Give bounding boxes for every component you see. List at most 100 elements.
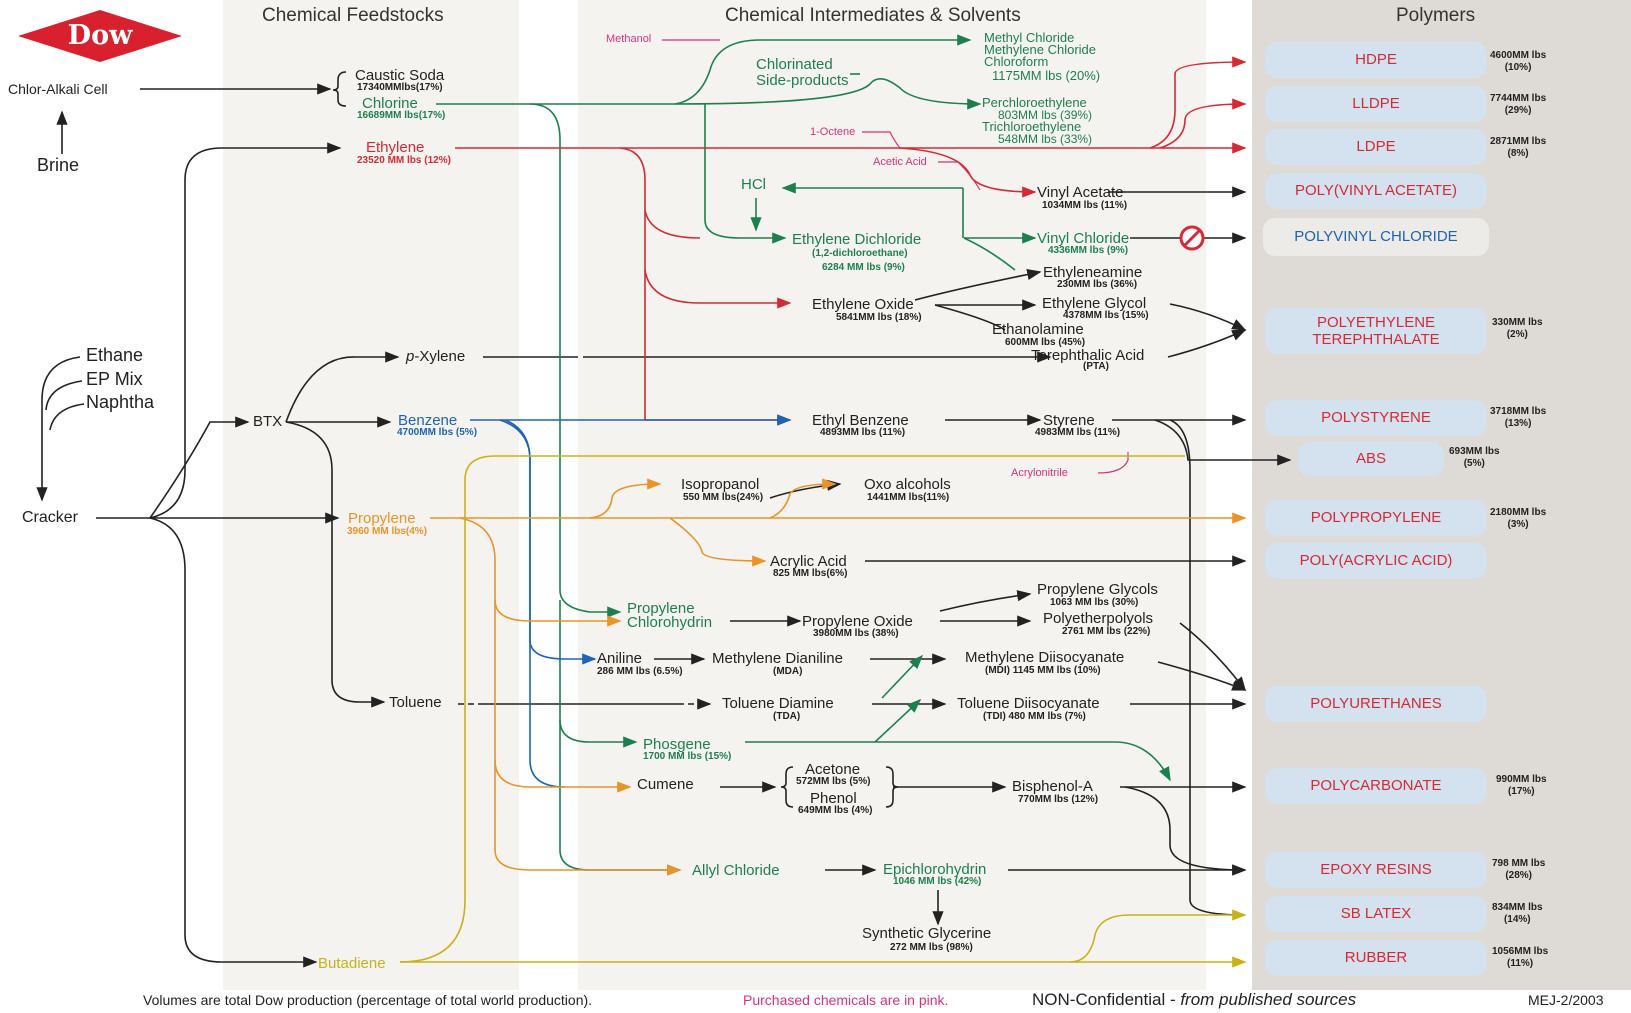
caustic-soda-volume: 17340MMlbs(17%) bbox=[357, 82, 443, 93]
mdi-alt: (MDI) 1145 MM lbs (10%) bbox=[985, 665, 1101, 676]
propylene-oxide-volume: 3980MM lbs (38%) bbox=[813, 628, 899, 639]
tdi-alt: (TDI) 480 MM lbs (7%) bbox=[983, 711, 1086, 722]
1-octene-label: 1-Octene bbox=[810, 126, 856, 138]
ethyleneamine-label: Ethyleneamine bbox=[1043, 264, 1143, 281]
chlorine-volume: 16689MM lbs(17%) bbox=[357, 110, 446, 121]
isopropanol-label: Isopropanol bbox=[681, 476, 760, 493]
chlorinated-side-label-1: Chlorinated bbox=[756, 56, 833, 73]
cumene-label: Cumene bbox=[637, 776, 694, 793]
tda-label: Toluene Diamine bbox=[722, 695, 834, 712]
polymer-abs: ABS bbox=[1298, 442, 1444, 476]
ldpe-volume-pct: (8%) bbox=[1507, 148, 1529, 159]
rubber-volume: 1056MM lbs(11%) bbox=[1492, 946, 1548, 970]
epoxy-resins-volume-pct: (28%) bbox=[1505, 870, 1533, 881]
ldpe-volume-lbs: 2871MM lbs bbox=[1490, 136, 1547, 147]
polyetherpolyols-label: Polyetherpolyols bbox=[1043, 610, 1154, 627]
polymer-sb-latex: SB LATEX bbox=[1265, 896, 1487, 932]
polypropylene-volume: 2180MM lbs(3%) bbox=[1490, 507, 1546, 531]
polystyrene-volume: 3718MM lbs(13%) bbox=[1490, 406, 1546, 430]
synthetic-glycerine-volume: 272 MM lbs (98%) bbox=[890, 942, 973, 953]
polymers-band bbox=[1252, 0, 1631, 990]
polymer-poly-acrylic-acid: POLY(ACRYLIC ACID) bbox=[1265, 543, 1487, 579]
polystyrene-volume-pct: (13%) bbox=[1504, 418, 1532, 429]
ethanolamine-volume: 600MM lbs (45%) bbox=[1005, 337, 1086, 348]
acrylonitrile-label: Acrylonitrile bbox=[1011, 467, 1068, 479]
p-xylene-label: p-Xylene bbox=[406, 349, 465, 365]
tda-alt: (TDA) bbox=[773, 711, 801, 722]
polystyrene-volume-lbs: 3718MM lbs bbox=[1490, 406, 1547, 417]
footer-confidential: NON-Confidential - from published source… bbox=[1032, 990, 1356, 1010]
perchloroethylene-label: Perchloroethylene bbox=[982, 95, 1087, 110]
benzene-label: Benzene bbox=[398, 412, 458, 429]
bisphenol-a-label: Bisphenol-A bbox=[1012, 778, 1093, 795]
polymer-polycarbonate: POLYCARBONATE bbox=[1265, 768, 1487, 804]
polymer-poly-vinyl-acetate: POLY(VINYL ACETATE) bbox=[1265, 173, 1487, 209]
ethylene-glycol-label: Ethylene Glycol bbox=[1042, 295, 1147, 312]
polycarbonate-volume: 990MM lbs(17%) bbox=[1496, 774, 1547, 798]
ethylene-oxide-label: Ethylene Oxide bbox=[812, 296, 914, 313]
phenol-label: Phenol bbox=[810, 790, 857, 807]
intermediates-heading: Chemical Intermediates & Solvents bbox=[725, 5, 1021, 26]
polymers-heading: Polymers bbox=[1396, 5, 1476, 26]
chlor-alkali-brace bbox=[332, 71, 347, 107]
feedstocks-band bbox=[223, 0, 519, 990]
chlor-alkali-cell-label: Chlor-Alkali Cell bbox=[8, 81, 108, 97]
pet-volume: 330MM lbs(2%) bbox=[1492, 317, 1543, 341]
polycarbonate-volume-lbs: 990MM lbs bbox=[1496, 774, 1547, 785]
edc-volume: 6284 MM lbs (9%) bbox=[822, 262, 905, 273]
polyetherpolyols-volume: 2761 MM lbs (22%) bbox=[1062, 626, 1151, 637]
aniline-volume: 286 MM lbs (6.5%) bbox=[597, 666, 683, 677]
polymer-pet: POLYETHYLENE TEREPHTHALATE bbox=[1265, 308, 1487, 354]
ethylene-glycol-volume: 4378MM lbs (15%) bbox=[1063, 310, 1149, 321]
propylene-volume: 3960 MM lbs(4%) bbox=[347, 526, 428, 537]
acrylic-acid-volume: 825 MM lbs(6%) bbox=[773, 568, 848, 579]
dow-logo-text: Dow bbox=[67, 20, 133, 51]
edc-label: Ethylene Dichloride bbox=[792, 231, 922, 248]
footer-confidential-label: NON-Confidential - bbox=[1032, 990, 1181, 1009]
caustic-soda-label: Caustic Soda bbox=[355, 67, 445, 84]
pet-volume-pct: (2%) bbox=[1506, 329, 1528, 340]
sb-latex-volume-lbs: 834MM lbs bbox=[1492, 902, 1543, 913]
terephthalic-acid-label: Terephthalic Acid bbox=[1031, 347, 1145, 364]
methyl-chloride-label: Methyl Chloride bbox=[984, 30, 1075, 45]
rubber-volume-lbs: 1056MM lbs bbox=[1492, 946, 1549, 957]
abs-volume: 693MM lbs(5%) bbox=[1449, 446, 1500, 470]
polymer-lldpe: LLDPE bbox=[1265, 86, 1487, 122]
methanol-label: Methanol bbox=[606, 33, 652, 45]
acetone-label: Acetone bbox=[805, 761, 861, 778]
rubber-volume-pct: (11%) bbox=[1507, 958, 1534, 969]
terephthalic-acid-alt: (PTA) bbox=[1083, 361, 1109, 372]
lldpe-volume-pct: (29%) bbox=[1504, 105, 1532, 116]
allyl-chloride-label: Allyl Chloride bbox=[692, 862, 780, 879]
epoxy-resins-volume-lbs: 798 MM lbs bbox=[1492, 858, 1546, 869]
lldpe-volume-lbs: 7744MM lbs bbox=[1490, 93, 1547, 104]
sb-latex-volume-pct: (14%) bbox=[1503, 914, 1531, 925]
trichloroethylene-label: Trichloroethylene bbox=[982, 119, 1082, 134]
ethylene-volume: 23520 MM lbs (12%) bbox=[357, 155, 451, 166]
acetone-phenol-brace-left bbox=[780, 766, 794, 808]
pet-volume-lbs: 330MM lbs bbox=[1492, 317, 1543, 328]
trichloroethylene-volume: 548MM lbs (33%) bbox=[998, 132, 1093, 146]
feedstocks-heading: Chemical Feedstocks bbox=[262, 5, 444, 26]
vinyl-acetate-volume: 1034MM lbs (11%) bbox=[1042, 200, 1128, 211]
polymer-polyvinyl-chloride: POLYVINYL CHLORIDE bbox=[1263, 218, 1489, 256]
isopropanol-volume: 550 MM lbs(24%) bbox=[683, 492, 764, 503]
footer-code: MEJ-2/2003 bbox=[1528, 992, 1604, 1008]
methyl-group-volume: 1175MM lbs (20%) bbox=[992, 68, 1101, 83]
propylene-oxide-label: Propylene Oxide bbox=[802, 613, 913, 630]
ethylene-label: Ethylene bbox=[366, 139, 425, 156]
sb-latex-volume: 834MM lbs(14%) bbox=[1492, 902, 1543, 926]
ethanolamine-label: Ethanolamine bbox=[992, 321, 1084, 338]
chlorine-label: Chlorine bbox=[362, 95, 418, 112]
styrene-volume: 4983MM lbs (11%) bbox=[1035, 427, 1121, 438]
epoxy-resins-volume: 798 MM lbs(28%) bbox=[1492, 858, 1545, 882]
propylene-chlorohydrin-label-1: Propylene bbox=[627, 600, 695, 617]
aniline-label: Aniline bbox=[597, 650, 643, 667]
p-xylene-prefix: p bbox=[406, 348, 415, 365]
butadiene-label: Butadiene bbox=[318, 955, 386, 972]
p-xylene-name: -Xylene bbox=[414, 348, 466, 365]
propylene-glycols-volume: 1063 MM lbs (30%) bbox=[1050, 597, 1139, 608]
naphtha-label: Naphtha bbox=[86, 392, 155, 412]
edc-alt-name: (1,2-dichloroethane) bbox=[812, 248, 908, 259]
mda-alt: (MDA) bbox=[773, 666, 803, 677]
